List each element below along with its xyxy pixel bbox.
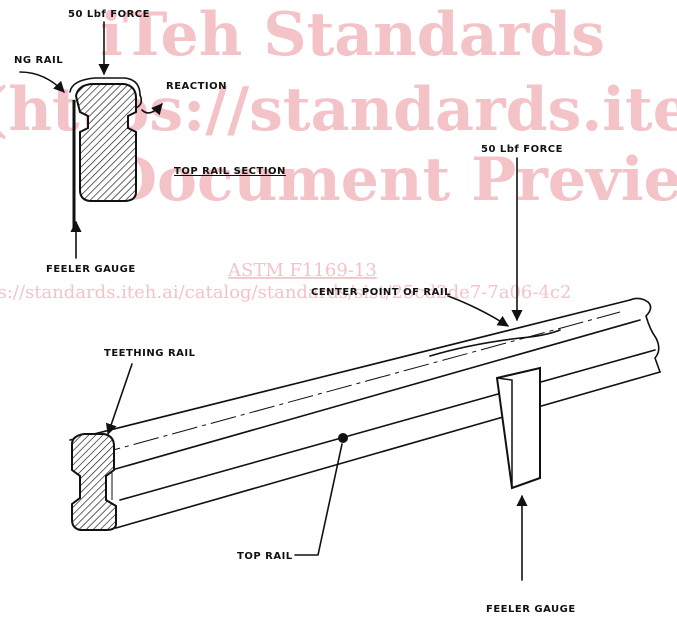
rail-end-section	[71, 433, 117, 531]
teething-cap	[69, 77, 141, 96]
top-rail-section-label: TOP RAIL SECTION	[174, 166, 286, 177]
ng-rail-label: NG RAIL	[14, 55, 63, 66]
watermark-line-5: https://standards.iteh.ai/catalog/standa…	[0, 282, 571, 303]
rail-centre-line	[94, 311, 621, 456]
deflection-curve	[429, 329, 561, 357]
top-force-label: 50 Lbf FORCE	[68, 9, 150, 20]
rail-top-back-edge	[69, 299, 631, 441]
watermark-line-1: iTeh Standards	[100, 0, 605, 70]
rail-section-body	[74, 83, 137, 202]
teething-rail-label: TEETHING RAIL	[104, 348, 196, 359]
top-rail-leader	[294, 443, 343, 556]
top-rail-label: TOP RAIL	[237, 551, 293, 562]
feeler-gauge-bottom-label: FEELER GAUGE	[486, 604, 576, 615]
reaction-label: REACTION	[166, 81, 227, 92]
rail-front-upper-edge	[119, 349, 656, 501]
center-point-dot	[338, 433, 348, 443]
feeler-gauge-plate	[495, 366, 541, 490]
reaction-arrow	[141, 103, 163, 116]
perspective-rail	[69, 297, 661, 531]
ng-rail-leader	[19, 71, 65, 93]
feeler-gauge-top-label: FEELER GAUGE	[46, 264, 136, 275]
rail-top-front-edge	[111, 319, 641, 471]
center-point-label: CENTER POINT OF RAIL	[311, 287, 451, 298]
rail-front-lower-edge	[115, 371, 661, 529]
center-point-leader	[447, 295, 509, 327]
teething-rail-leader	[105, 363, 133, 436]
right-force-label: 50 Lbf FORCE	[481, 144, 563, 155]
watermark-line-4: ASTM F1169-13	[227, 260, 377, 281]
top-rail-section-figure	[19, 21, 163, 259]
watermark-line-3: Document Preview	[105, 145, 677, 215]
